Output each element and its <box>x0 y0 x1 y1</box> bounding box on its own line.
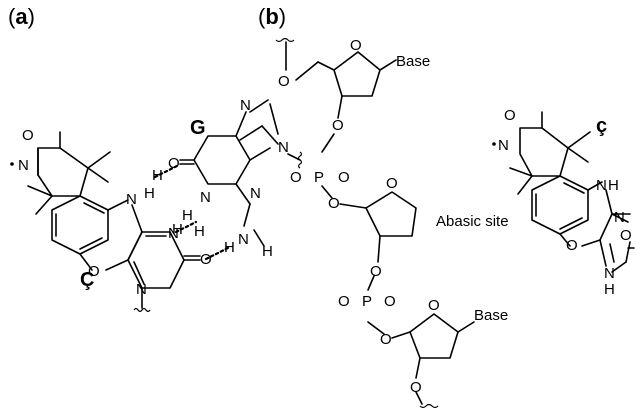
cap-c-label: Ç <box>80 269 94 291</box>
cap-c-nh-h: H <box>144 185 155 202</box>
small-c-o-ring: O <box>566 237 578 254</box>
cap-c-nh-n: N <box>126 191 137 208</box>
phosphate1-o-right: O <box>338 169 350 186</box>
phosphate2-o-right: O <box>384 293 396 310</box>
backbone-o3-1: O <box>332 117 344 134</box>
guanine-n2: N <box>238 231 249 248</box>
cap-c-n1: N <box>136 281 147 298</box>
panel-label-a: (a) <box>8 4 35 29</box>
guanine-h2a: H <box>224 239 235 256</box>
backbone-ring-o-1: O <box>350 37 362 54</box>
small-c-h1: H <box>604 281 615 298</box>
backbone-o5-3: O <box>380 331 392 348</box>
backbone-o3-2: O <box>370 263 382 280</box>
small-c-n-ring: N <box>614 209 625 226</box>
small-c-radical-dot <box>492 142 496 146</box>
cap-c-o-oxyl: O <box>22 127 34 144</box>
small-c-n1: N <box>604 265 615 282</box>
backbone-ring-o-2: O <box>386 175 398 192</box>
base-label-bottom: Base <box>474 307 508 324</box>
phosphate1-o-left: O <box>290 169 302 186</box>
backbone-o5-1: O <box>278 73 290 90</box>
guanine-label: G <box>190 117 206 139</box>
backbone-o5-2: O <box>328 195 340 212</box>
abasic-site-label: Abasic site <box>436 213 509 230</box>
small-c-o-oxyl: O <box>504 107 516 124</box>
guanine-o6: O <box>168 155 180 172</box>
guanine-n1: N <box>200 189 211 206</box>
guanine-h1: H <box>182 207 193 224</box>
phosphate2-p: P <box>362 293 372 310</box>
hbond-h-middle: H <box>172 221 183 238</box>
cap-c-n-ring: N <box>168 225 179 242</box>
small-c-label: ç <box>596 115 607 137</box>
cap-c-radical-dot <box>10 162 14 166</box>
hbond-h-bottom: H <box>194 223 205 240</box>
guanine-n7: N <box>240 97 251 114</box>
cap-c-structure <box>27 131 232 313</box>
guanine-structure <box>179 99 303 247</box>
base-label-top: Base <box>396 53 430 70</box>
phosphate2-o-left: O <box>338 293 350 310</box>
cap-c-n-oxyl: N <box>18 157 29 174</box>
small-c-nh-h: H <box>608 177 619 194</box>
hbond-h-top: H <box>152 167 163 184</box>
panel-label-b: (b) <box>258 4 286 29</box>
cap-c-o-ring: O <box>88 263 100 280</box>
backbone-ring-o-3: O <box>428 297 440 314</box>
cap-c-o-carbonyl: O <box>200 251 212 268</box>
backbone-structure <box>275 37 475 409</box>
small-c-structure <box>509 111 635 273</box>
backbone-o3-3: O <box>410 379 422 396</box>
phosphate1-p: P <box>314 169 324 186</box>
guanine-n9: N <box>278 139 289 156</box>
small-c-n-oxyl: N <box>498 137 509 154</box>
guanine-n3: N <box>250 185 261 202</box>
guanine-h2b: H <box>262 243 273 260</box>
small-c-o-carbonyl: O <box>620 227 632 244</box>
small-c-nh-n: N <box>596 177 607 194</box>
